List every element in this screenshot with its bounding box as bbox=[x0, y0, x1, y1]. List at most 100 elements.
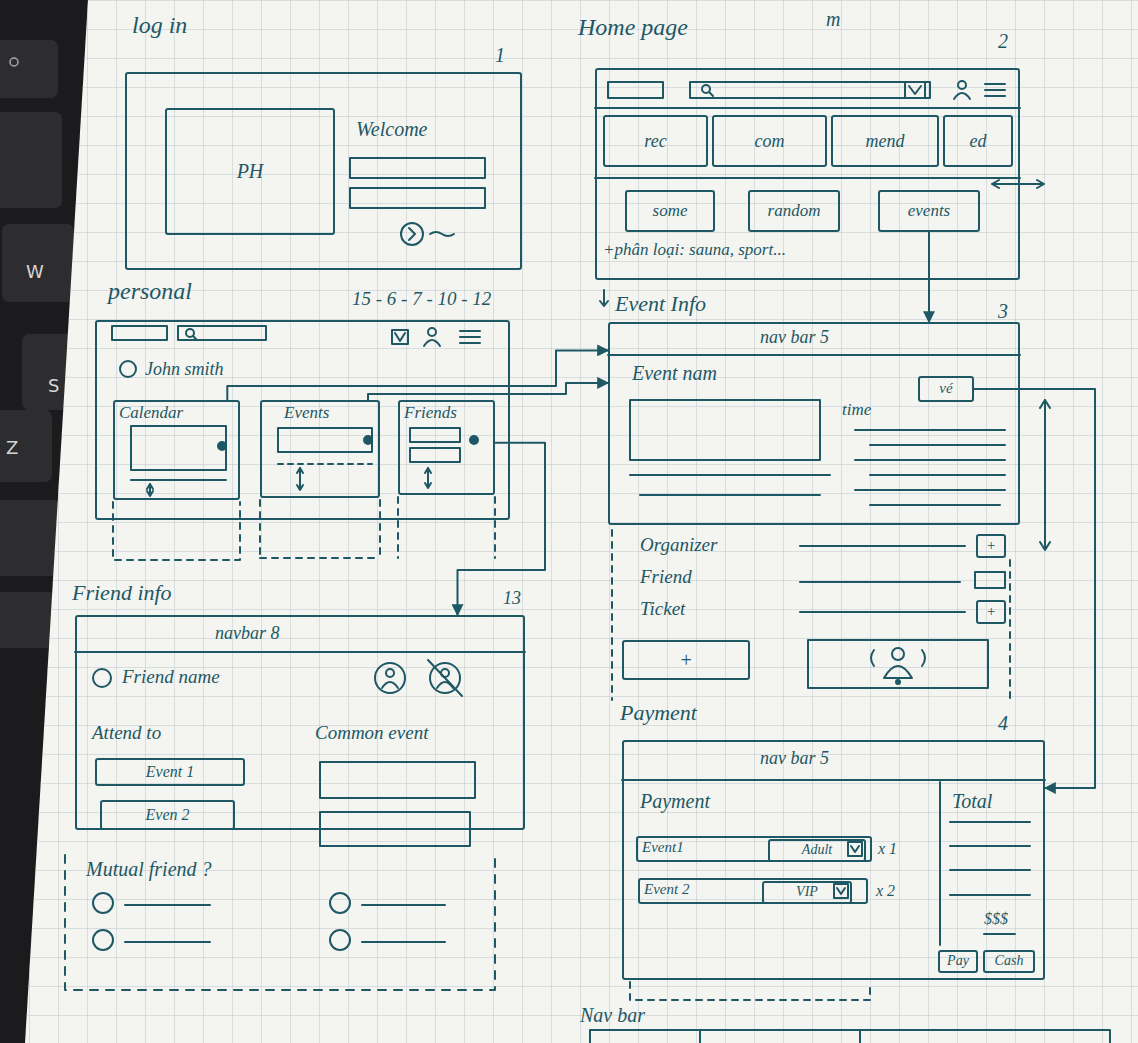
screen-frame: Paymentnav bar 5PaymentTotal$$$Event1Adu… bbox=[622, 740, 1045, 980]
sketch-rect bbox=[350, 188, 485, 208]
sketch-circle bbox=[364, 436, 372, 444]
tab: ed bbox=[943, 115, 1013, 167]
note: m bbox=[826, 8, 840, 31]
sketch-rect bbox=[608, 82, 663, 98]
key-letter: W bbox=[26, 262, 44, 283]
sketch-path bbox=[608, 354, 1020, 356]
node-text: mend bbox=[866, 131, 905, 152]
event-card: some bbox=[625, 190, 715, 232]
sketch-rect bbox=[178, 326, 266, 340]
sketch-path bbox=[939, 782, 941, 945]
tab: mend bbox=[831, 115, 939, 167]
widget-card: Friends bbox=[398, 400, 495, 495]
sketch-circle bbox=[401, 223, 423, 245]
field-label: Organizer bbox=[640, 534, 717, 556]
sketch-rect bbox=[278, 428, 372, 452]
sketch-path bbox=[1040, 400, 1050, 550]
field-label: Ticket bbox=[640, 598, 685, 620]
sketch-rect bbox=[410, 448, 460, 462]
node-text: Cash bbox=[995, 953, 1024, 969]
connector-arrow bbox=[458, 443, 546, 615]
event-chip: Even 2 bbox=[100, 800, 235, 830]
connector-arrow bbox=[974, 389, 1095, 788]
sketch-rect bbox=[848, 842, 862, 856]
sketch-path bbox=[75, 651, 525, 653]
sketch-path bbox=[131, 479, 226, 481]
node-text: Payment bbox=[640, 790, 710, 813]
sketch-path bbox=[460, 331, 480, 343]
sketch-path bbox=[871, 650, 925, 666]
sketch-path bbox=[837, 888, 845, 894]
node-text: +phân loại: sauna, sport... bbox=[603, 240, 786, 260]
callout-number: 2 bbox=[998, 30, 1008, 53]
sketch-path bbox=[382, 682, 398, 688]
node-text: Home page bbox=[578, 14, 688, 42]
node-text: some bbox=[653, 201, 688, 221]
ticket-select: VIP bbox=[762, 881, 852, 904]
sketch-path bbox=[1009, 560, 1011, 700]
key-letter: Z bbox=[6, 438, 18, 459]
sketch-rect bbox=[630, 400, 820, 460]
node-text: VIP bbox=[796, 884, 818, 900]
sketch-path bbox=[428, 660, 462, 696]
sketch-rect bbox=[834, 884, 848, 898]
sketch-path bbox=[65, 855, 495, 990]
plus-button: + bbox=[622, 640, 750, 680]
sketch-rect bbox=[350, 158, 485, 178]
tab: rec bbox=[603, 115, 708, 167]
sketch-path bbox=[278, 463, 372, 465]
node-text: Event 1 bbox=[146, 763, 194, 781]
sketch-path bbox=[595, 107, 1020, 109]
sketch-path bbox=[622, 779, 1045, 781]
sketch-path bbox=[954, 93, 970, 99]
pay-button: Pay bbox=[938, 950, 978, 973]
sketch-path bbox=[611, 530, 613, 700]
node-text: Welcome bbox=[356, 118, 427, 141]
sketch-circle bbox=[375, 663, 405, 693]
sketch-polygon bbox=[25, 0, 1138, 1043]
sketch-rect bbox=[0, 410, 52, 482]
node-text: Friends bbox=[404, 403, 457, 423]
node-text: + bbox=[679, 649, 693, 672]
sketch-rect bbox=[975, 572, 1005, 588]
field-label: Friend bbox=[640, 566, 692, 588]
event-card: events bbox=[878, 190, 980, 232]
sketch-rect bbox=[0, 592, 56, 648]
node-text: random bbox=[768, 201, 821, 221]
node-text: navbar 8 bbox=[215, 623, 280, 644]
sketch-circle bbox=[330, 893, 350, 913]
node-text: events bbox=[908, 201, 950, 221]
node-text: personal bbox=[108, 278, 192, 306]
sketch-path bbox=[800, 546, 965, 612]
sketch-path bbox=[992, 180, 1044, 188]
node-text: Adult bbox=[802, 842, 832, 858]
sketch-path bbox=[425, 468, 431, 488]
sketch-circle bbox=[93, 669, 111, 687]
sketch-rect bbox=[410, 428, 460, 442]
sketch-rect bbox=[2, 224, 74, 302]
sketch-rect bbox=[131, 426, 226, 470]
node-text: rec bbox=[644, 131, 666, 152]
sketch-circle bbox=[330, 930, 350, 950]
callout-number: 1 bbox=[495, 44, 505, 67]
screen-frame: personalJohn smithCalendarEventsFriends bbox=[95, 320, 510, 520]
sketch-circle bbox=[10, 58, 18, 66]
node-text: vé bbox=[939, 380, 952, 397]
sketch-circle bbox=[218, 442, 226, 450]
sketch-path bbox=[147, 484, 153, 496]
sketch-path bbox=[630, 475, 830, 495]
sketch-circle bbox=[93, 893, 113, 913]
section-label: Mutual friend ? bbox=[86, 858, 212, 881]
node-text: Even 2 bbox=[146, 806, 190, 824]
node-text: Common event bbox=[315, 722, 428, 744]
sketch-rect bbox=[392, 330, 408, 344]
image-placeholder: PH bbox=[165, 108, 335, 235]
sketch-polygon bbox=[25, 0, 1138, 1043]
quantity: x 1 bbox=[878, 840, 897, 858]
callout-number: 3 bbox=[998, 300, 1008, 323]
event-chip: Event 1 bbox=[95, 758, 245, 786]
node-text: Attend to bbox=[92, 722, 161, 744]
note: 15 - 6 - 7 - 10 - 12 bbox=[352, 288, 491, 310]
node-text: Payment bbox=[620, 700, 697, 725]
